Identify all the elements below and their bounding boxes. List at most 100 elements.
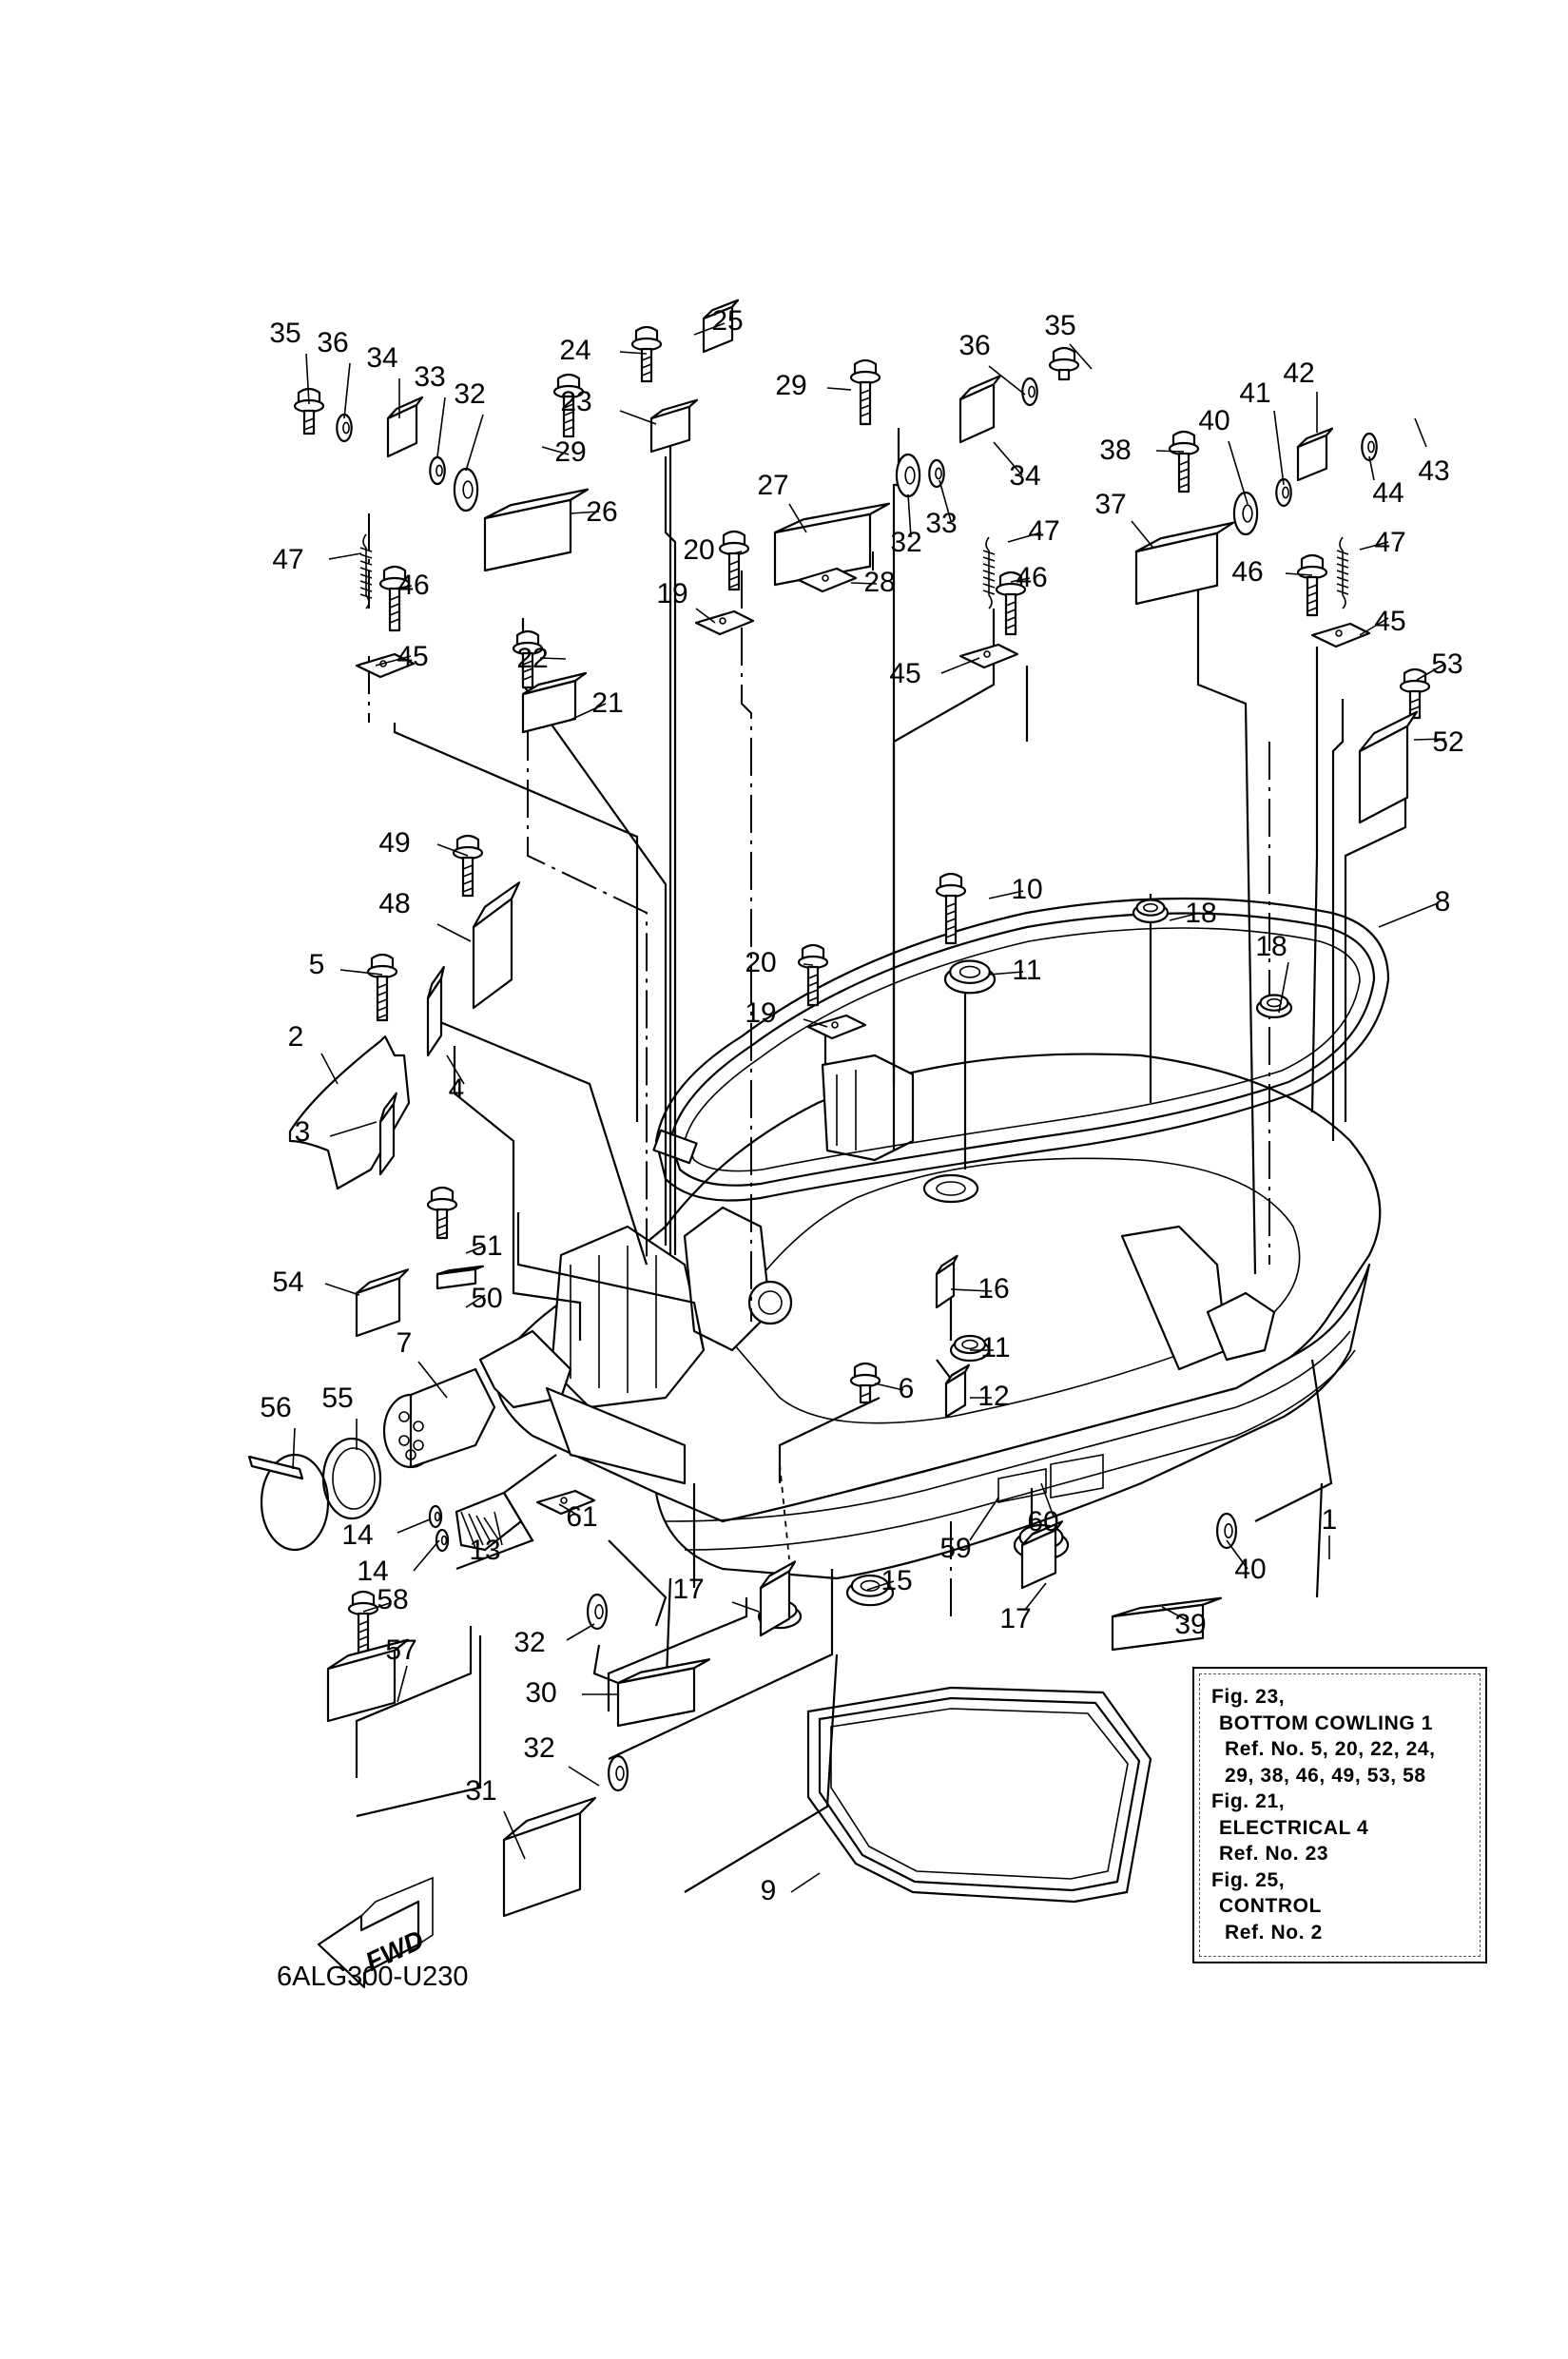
callout-label-35: 35: [1044, 310, 1075, 341]
alignment-lines: [355, 428, 1407, 1893]
callout-leader: [788, 503, 807, 533]
callout-leader: [1007, 532, 1042, 543]
washer-icon: [429, 455, 446, 486]
callout-label-36: 36: [958, 330, 990, 361]
callout-leader: [503, 1810, 526, 1860]
bolt-icon: [849, 358, 881, 426]
callout-label-19: 19: [745, 997, 776, 1029]
callout-leader: [1378, 902, 1439, 928]
callout-label-38: 38: [1099, 435, 1131, 466]
bracket-23-icon: [649, 398, 699, 454]
cross-reference-box: Fig. 23, BOTTOM COWLING 1 Ref. No. 5, 20…: [1192, 1667, 1487, 1963]
callout-label-41: 41: [1239, 377, 1270, 409]
connector-7-icon: [382, 1367, 496, 1469]
callout-leader: [1359, 541, 1389, 551]
callout-label-25: 25: [711, 305, 743, 337]
callout-leader: [1161, 1606, 1190, 1622]
callout-label-7: 7: [397, 1327, 413, 1359]
callout-label-48: 48: [378, 888, 410, 919]
callout-label-47: 47: [1374, 527, 1405, 558]
callout-leader: [1285, 572, 1313, 576]
callout-label-40: 40: [1234, 1554, 1266, 1585]
callout-leader: [417, 1361, 448, 1399]
clamp-54-icon: [355, 1268, 410, 1338]
bracket-45-icon: [1310, 622, 1371, 648]
callout-label-35: 35: [269, 318, 300, 349]
callout-leader: [950, 1288, 993, 1292]
bracket-48-icon: [472, 881, 521, 1010]
callout-leader: [339, 969, 383, 976]
ref-line: ELECTRICAL 4: [1219, 1816, 1369, 1839]
callout-label-10: 10: [1011, 874, 1042, 905]
plate-19-icon: [806, 1014, 867, 1040]
callout-label-57: 57: [385, 1634, 416, 1666]
callout-leader: [695, 608, 716, 624]
callout-leader: [1273, 410, 1285, 486]
callout-leader: [1024, 1582, 1047, 1611]
bolt-icon: [426, 1186, 458, 1240]
callout-label-20: 20: [745, 947, 776, 978]
bolt-icon: [1048, 346, 1080, 381]
plate-19-icon: [694, 609, 755, 636]
callout-leader: [436, 923, 472, 942]
bracket-45-icon: [958, 643, 1019, 669]
callout-leader: [993, 441, 1023, 476]
callout-label-32: 32: [513, 1627, 545, 1658]
callout-label-20: 20: [683, 534, 714, 566]
link-34-icon: [386, 396, 424, 458]
callout-leader: [1228, 440, 1249, 505]
bolt-icon: [935, 872, 967, 945]
callout-label-13: 13: [469, 1535, 500, 1566]
link-34-icon: [958, 375, 1002, 444]
figure-code: 6ALG300-U230: [277, 1962, 469, 1992]
callout-leader: [939, 479, 952, 522]
callout-label-59: 59: [939, 1533, 971, 1564]
bolt-icon: [849, 1362, 881, 1404]
callout-label-36: 36: [317, 327, 348, 358]
callout-leader: [568, 1766, 600, 1787]
callout-leader: [465, 1294, 486, 1308]
callout-label-30: 30: [525, 1677, 556, 1709]
callout-label-19: 19: [656, 578, 687, 609]
callout-leader: [803, 1018, 828, 1028]
callout-leader: [362, 1602, 391, 1613]
callout-leader: [397, 1665, 408, 1703]
callout-leader: [1414, 417, 1427, 448]
clip-14-icon: [428, 1504, 443, 1529]
callout-leader: [1069, 343, 1093, 370]
callout-leader: [541, 446, 570, 455]
callout-label-46: 46: [1231, 556, 1263, 588]
callout-label-5: 5: [309, 949, 325, 980]
band-56-icon: [247, 1453, 330, 1552]
callout-leader: [1368, 455, 1375, 481]
callout-label-46: 46: [1016, 562, 1047, 593]
callout-label-6: 6: [899, 1373, 915, 1404]
callout-label-60: 60: [1027, 1506, 1058, 1537]
callout-label-45: 45: [1374, 606, 1405, 637]
callout-label-21: 21: [591, 687, 623, 719]
callout-leader: [539, 657, 567, 660]
callout-leader: [731, 1601, 760, 1613]
callout-label-14: 14: [357, 1556, 388, 1587]
callout-leader: [570, 703, 607, 721]
callout-label-11: 11: [980, 1332, 1010, 1363]
callout-label-4: 4: [449, 1073, 465, 1105]
callout-label-56: 56: [260, 1392, 291, 1423]
callout-label-58: 58: [377, 1584, 408, 1615]
callout-label-50: 50: [471, 1283, 502, 1314]
callout-label-43: 43: [1418, 455, 1449, 487]
callout-label-11: 11: [1012, 955, 1041, 986]
grommet-icon: [943, 959, 997, 995]
callout-label-14: 14: [341, 1519, 373, 1551]
callout-label-37: 37: [1094, 489, 1126, 520]
callout-leader: [570, 511, 600, 514]
pin-4-icon: [426, 965, 445, 1057]
callout-label-24: 24: [559, 335, 590, 366]
washer-icon: [1021, 377, 1038, 407]
callout-label-26: 26: [586, 496, 617, 528]
callout-leader: [940, 657, 980, 674]
callout-leader: [693, 322, 726, 336]
lever-30-icon: [616, 1658, 711, 1728]
callout-leader: [1278, 961, 1289, 1014]
bolt-icon: [366, 953, 398, 1022]
